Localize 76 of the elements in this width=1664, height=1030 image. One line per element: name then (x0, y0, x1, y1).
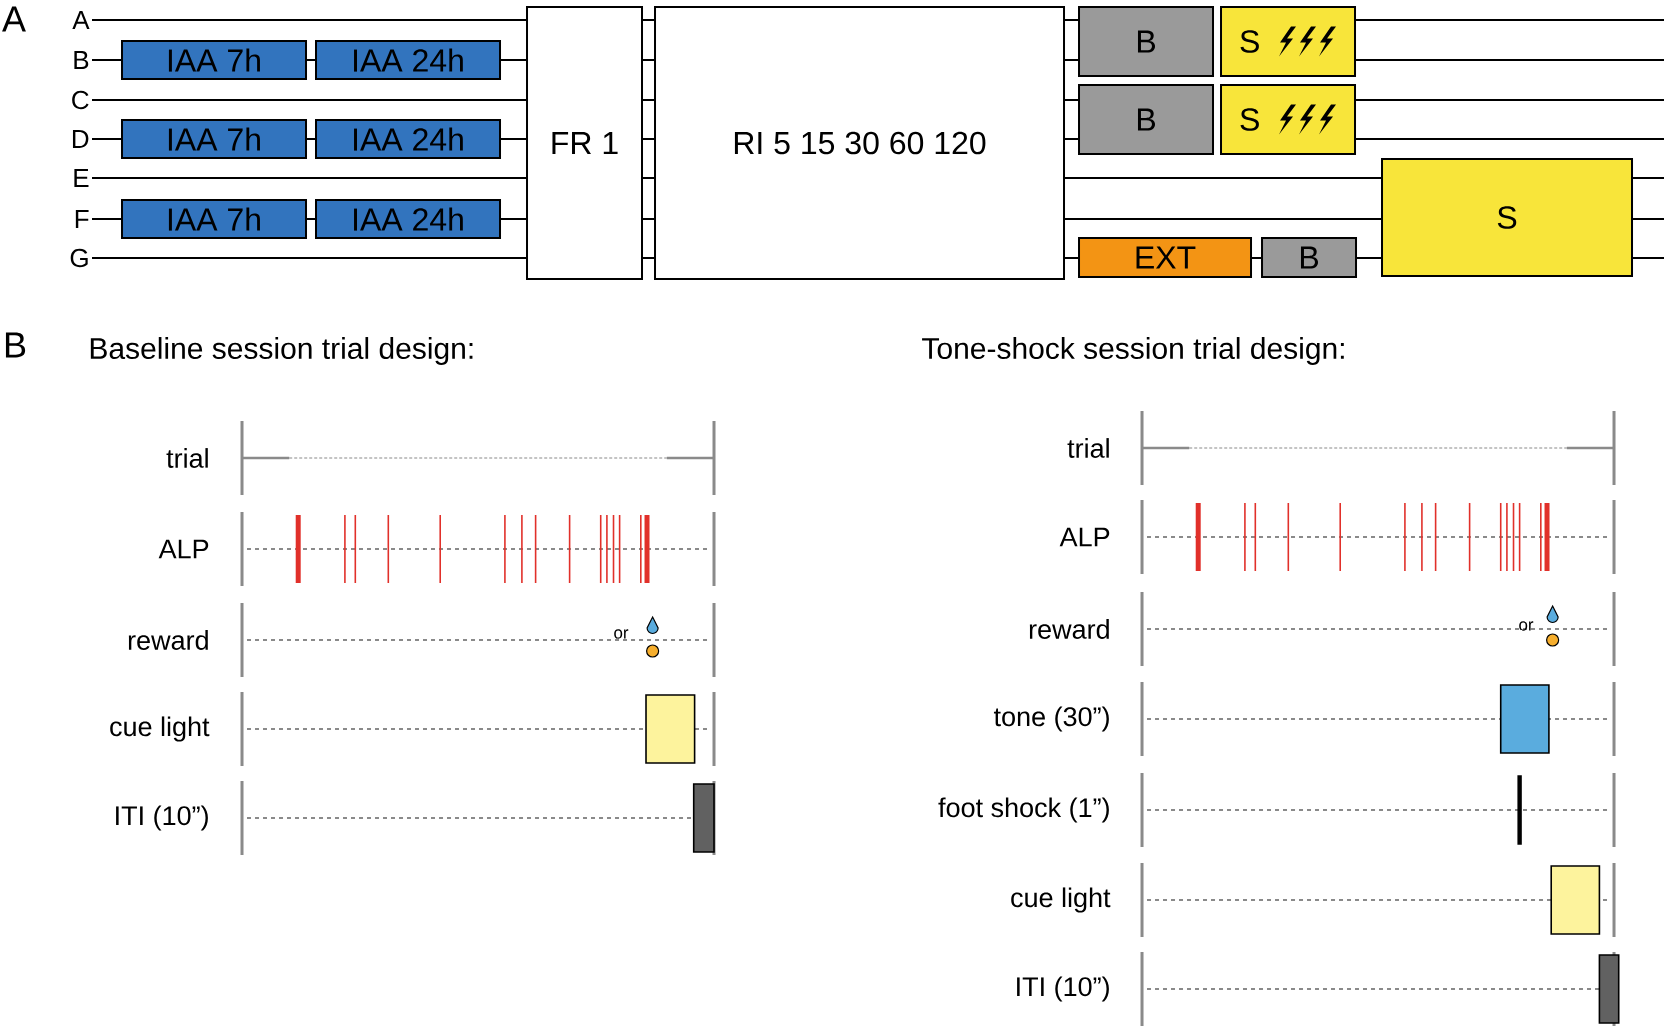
row-letter: E (74, 169, 89, 187)
session-box: IAA 24h (315, 40, 501, 80)
timeline-line (642, 177, 655, 179)
timeline-line (1355, 138, 1664, 140)
timeline-line (91, 99, 527, 101)
timeline-line (642, 99, 655, 101)
panel-title: Tone-shock session trial design: (922, 337, 1344, 365)
session-box: IAA 7h (121, 199, 307, 239)
row-label: reward (1029, 619, 1109, 639)
row-label: foot shock (1”) (938, 797, 1109, 823)
session-box: IAA 24h (315, 199, 501, 239)
timeline-line (91, 19, 527, 21)
timeline-line (1064, 59, 1079, 61)
timeline-line (1064, 177, 1382, 179)
timeline-line (91, 138, 122, 140)
timeline-line (91, 218, 122, 220)
timeline-line (1632, 177, 1664, 179)
row-letter: C (72, 90, 89, 110)
timeline-line (1355, 99, 1664, 101)
timeline-line (1355, 59, 1664, 61)
row-letter: D (72, 130, 89, 148)
timeline-line (642, 59, 655, 61)
session-box: IAA 7h (121, 119, 307, 159)
panel-title: Baseline session trial design: (90, 337, 473, 365)
timeline-line (500, 138, 527, 140)
row-label: ITI (10”) (1017, 976, 1109, 1002)
session-box: IAA 7h (121, 40, 307, 80)
row-letter: B (74, 51, 89, 69)
timeline-line (1064, 19, 1079, 21)
timeline-line (642, 257, 655, 259)
session-box: EXT (1078, 237, 1252, 278)
timeline-line (642, 19, 655, 21)
timeline-line (500, 218, 527, 220)
row-label: reward (128, 630, 208, 650)
row-label: tone (30”) (993, 706, 1109, 732)
panel-letter: A (2, 6, 26, 32)
timeline-line (91, 177, 527, 179)
session-box: B (1078, 6, 1214, 77)
annotation: or (1519, 621, 1534, 631)
row-label: cue light (110, 716, 210, 742)
timeline-line (91, 257, 527, 259)
row-label: ALP (158, 539, 209, 559)
timeline-line (306, 59, 316, 61)
row-label: ITI (10”) (116, 805, 208, 831)
session-box: S (1220, 6, 1356, 77)
timeline-line (1064, 257, 1079, 259)
row-label: cue light (1011, 887, 1111, 913)
timeline-line (306, 218, 316, 220)
panel-letter: B (5, 332, 26, 358)
timeline-line (1632, 218, 1664, 220)
timeline-line (642, 138, 655, 140)
annotation: or (614, 629, 629, 639)
timeline-line (1064, 99, 1079, 101)
timeline-line (1632, 257, 1664, 259)
session-box: S (1220, 84, 1356, 155)
timeline-line (91, 59, 122, 61)
session-box: B (1261, 237, 1357, 278)
session-box: IAA 24h (315, 119, 501, 159)
row-label: trial (166, 448, 208, 468)
timeline-line (1356, 257, 1382, 259)
timeline-line (1251, 257, 1262, 259)
session-box: RI 5 15 30 60 120 (654, 6, 1065, 280)
timeline-line (642, 218, 655, 220)
timeline-line (1355, 19, 1664, 21)
session-box: FR 1 (526, 6, 643, 280)
session-box: B (1078, 84, 1214, 155)
row-letter: F (75, 210, 89, 228)
timeline-line (1064, 138, 1079, 140)
row-label: trial (1067, 438, 1109, 458)
session-box: S (1381, 158, 1633, 277)
row-label: ALP (1059, 527, 1110, 547)
timeline-line (306, 138, 316, 140)
row-letter: G (70, 248, 88, 268)
timeline-line (500, 59, 527, 61)
row-letter: A (72, 11, 90, 29)
timeline-line (1064, 218, 1382, 220)
